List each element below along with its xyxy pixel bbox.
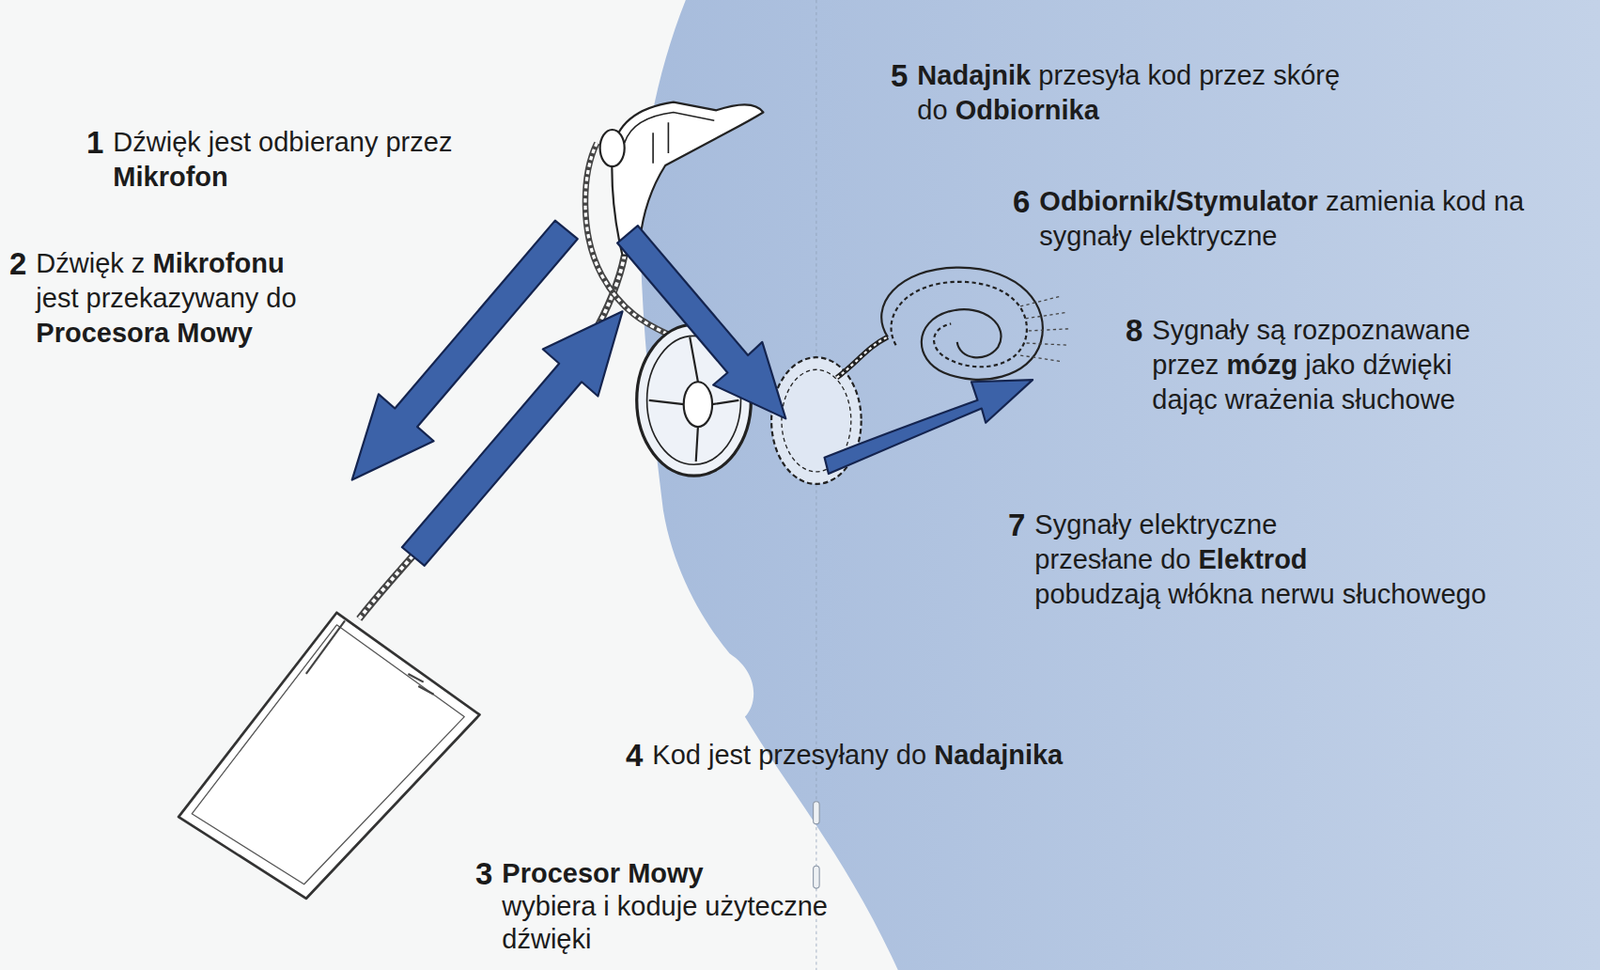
part-name: mózg <box>1226 349 1298 380</box>
part-name: Procesora Mowy <box>35 315 386 351</box>
flow-arrow <box>352 220 1033 566</box>
caption: 7Sygnały elektryczne przesłane doElektro… <box>1008 507 1345 612</box>
fold-clip <box>813 865 821 888</box>
caption-text: Nadajnikprzesyła kod przez skórę doOdbio… <box>916 58 1378 128</box>
microphone <box>600 129 625 167</box>
callout-number: 7 <box>1008 507 1026 543</box>
caption-text: Kod jest przesyłany doNadajnika <box>652 737 1216 773</box>
callout-number: 1 <box>86 124 104 160</box>
caption: 6 Odbiornik/Stymulatorzamienia kod na syg… <box>1012 184 1556 254</box>
callout-number: 2 <box>9 246 27 281</box>
caption: 8Sygnały są rozpoznawane przezmózgjako d… <box>1125 312 1509 418</box>
transmitter-magnet <box>683 381 713 427</box>
caption-line: wybiera i koduje użyteczne dźwięki <box>501 890 828 954</box>
caption-line: Dźwięk jest odbierany przez <box>112 126 452 157</box>
cochlea <box>881 267 1043 380</box>
headset-detail <box>624 111 715 163</box>
caption-text: Procesor Mowywybiera i koduje użyteczne … <box>501 856 878 956</box>
speech-processor <box>178 612 480 899</box>
fold-clip <box>813 801 821 824</box>
part-name: Elektrod <box>1198 543 1308 575</box>
caption-text: Odbiornik/Stymulatorzamienia kod na sygn… <box>1039 184 1556 254</box>
caption-line: Dźwięk z <box>35 248 145 279</box>
caption: 4Kod jest przesyłany doNadajnika <box>625 737 1216 773</box>
part-name: Odbiornik/Stymulator <box>1039 186 1318 217</box>
caption: 5Nadajnikprzesyła kod przez skórę doOdbi… <box>890 58 1378 128</box>
part-name: Mikrofon <box>112 159 547 195</box>
caption-line: pobudzają włókna nerwu słuchowego <box>1034 576 1337 612</box>
callout-number: 4 <box>625 737 643 773</box>
callout-number: 8 <box>1125 312 1143 348</box>
head-region <box>640 0 1600 970</box>
speech-processor-face <box>191 624 465 885</box>
callout-number: 5 <box>890 58 908 94</box>
caption: 2Dźwięk zMikrofonujest przekazywany doPr… <box>9 246 393 351</box>
caption-text: Dźwięk jest odbierany przezMikrofon <box>112 124 555 195</box>
processor-detail <box>306 620 435 694</box>
callout-number: 3 <box>475 856 493 890</box>
caption: 3Procesor Mowywybiera i koduje użyteczne… <box>475 856 878 956</box>
part-name: Odbiornika <box>955 94 1100 125</box>
part-name: Nadajnika <box>933 739 1063 770</box>
electrode-lead <box>837 336 888 377</box>
caption: 1Dźwięk jest odbierany przezMikrofon <box>86 124 555 195</box>
caption-line: Kod jest przesyłany do <box>652 739 927 770</box>
part-name: Mikrofonu <box>152 248 284 279</box>
nerve-fibers <box>1020 295 1070 362</box>
part-name: Procesor Mowy <box>501 856 870 890</box>
caption-text: Sygnały elektryczne przesłane doElektrod… <box>1034 507 1345 612</box>
caption-text: Sygnały są rozpoznawane przezmózgjako dź… <box>1151 312 1509 418</box>
part-name: Nadajnik <box>916 60 1031 91</box>
callout-number: 6 <box>1012 184 1030 219</box>
caption-line: jest przekazywany do <box>35 280 386 316</box>
caption-text: Dźwięk zMikrofonujest przekazywany doPro… <box>35 246 393 351</box>
electrode-lead <box>837 336 888 377</box>
